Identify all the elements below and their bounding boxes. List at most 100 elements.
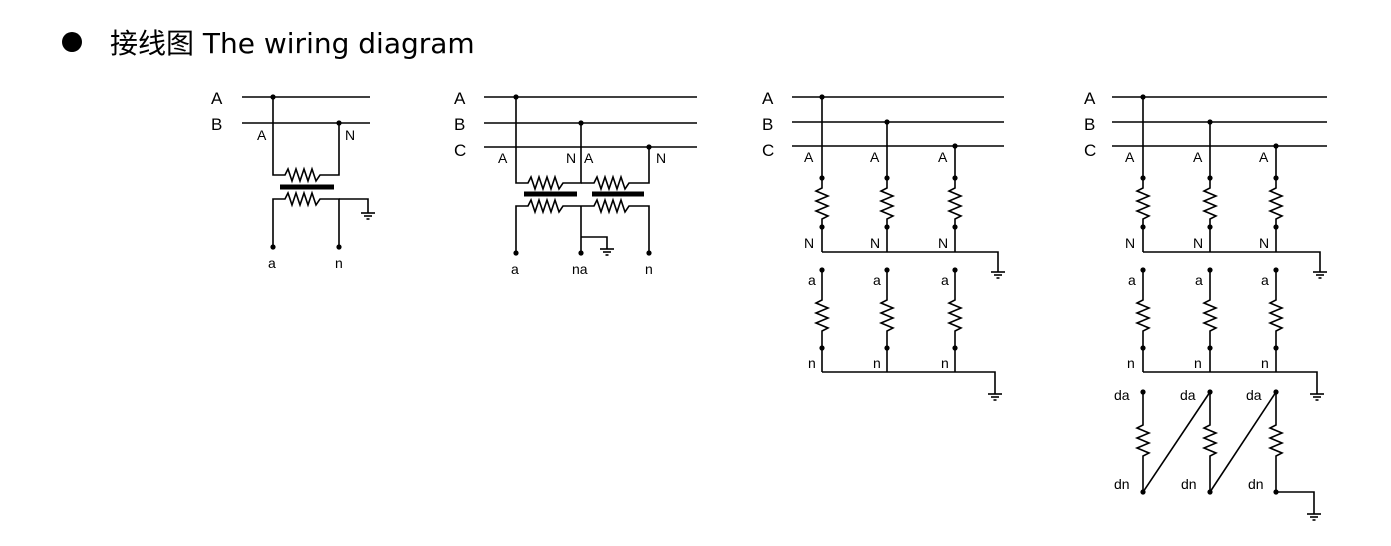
phase-label-c: C: [454, 141, 466, 160]
terminal-label: a: [511, 261, 519, 277]
ground-wire: [339, 198, 369, 213]
heading: 接线图 The wiring diagram: [62, 22, 475, 62]
terminal-dot: [646, 250, 652, 256]
neutral-line: [1143, 251, 1321, 272]
terminal-label: N: [804, 235, 814, 251]
terminal-label: n: [335, 255, 343, 271]
terminal-label: a: [1195, 272, 1203, 288]
phase-label-c: C: [1084, 141, 1096, 160]
terminal-label: a: [808, 272, 816, 288]
terminal-label: A: [804, 149, 814, 165]
terminal-label: N: [1125, 235, 1135, 251]
terminal-label: A: [870, 149, 880, 165]
terminal-label: N: [566, 150, 576, 166]
terminal-label: N: [656, 150, 666, 166]
terminal-label: A: [938, 149, 948, 165]
terminal-label: A: [257, 127, 267, 143]
terminal-label: N: [870, 235, 880, 251]
terminal-label: N: [938, 235, 948, 251]
secondary-winding-b: [878, 270, 896, 372]
ground-icon: [991, 271, 1005, 279]
secondary-winding-c: [1267, 270, 1285, 372]
secondary-winding-b: [1201, 270, 1219, 372]
terminal-dot: [336, 244, 342, 250]
bullet-icon: [62, 32, 82, 52]
terminal-label: n: [1261, 355, 1269, 371]
ground-icon: [1307, 513, 1321, 521]
terminal-label: dn: [1114, 476, 1130, 492]
residual-winding-c: [1267, 392, 1285, 492]
diagram-three-phase-star: A B C A A A N N N: [762, 89, 1005, 401]
phase-label-b: B: [211, 115, 222, 134]
terminal-label: n: [1194, 355, 1202, 371]
primary-winding-a: [813, 97, 831, 252]
residual-ground-wire: [1276, 491, 1315, 514]
phase-label-a: A: [211, 89, 223, 108]
secondary-neutral-line: [822, 371, 996, 394]
secondary-winding-c: [946, 270, 964, 372]
residual-winding-b: [1201, 392, 1219, 492]
page-title: 接线图 The wiring diagram: [110, 27, 475, 60]
terminal-label: a: [1261, 272, 1269, 288]
phase-label-c: C: [762, 141, 774, 160]
diagram-two-transformer-v: A B C A N A N a na n: [454, 89, 697, 277]
primary-winding-c: [946, 146, 964, 252]
phase-label-b: B: [762, 115, 773, 134]
ground-icon: [988, 393, 1002, 401]
terminal-label: na: [572, 261, 588, 277]
phase-label-a: A: [1084, 89, 1096, 108]
diagram-three-phase-star-open-delta: A B C A A A N N N a: [1084, 89, 1327, 521]
secondary-winding: [272, 190, 340, 247]
delta-link: [1142, 391, 1211, 493]
terminal-label: dn: [1181, 476, 1197, 492]
terminal-label: dn: [1248, 476, 1264, 492]
phase-label-a: A: [762, 89, 774, 108]
ground-icon: [600, 248, 614, 256]
terminal-label: A: [584, 150, 594, 166]
residual-winding-a: [1134, 392, 1152, 492]
terminal-label: n: [941, 355, 949, 371]
terminal-label: da: [1180, 387, 1196, 403]
terminal-dot: [513, 250, 519, 256]
terminal-label: n: [645, 261, 653, 277]
ground-icon: [1310, 393, 1324, 401]
delta-link: [1209, 391, 1277, 493]
terminal-label: a: [268, 255, 276, 271]
primary-winding-c: [1267, 146, 1285, 252]
terminal-label: a: [1128, 272, 1136, 288]
terminal-dot: [578, 250, 584, 256]
primary-winding-right: [581, 147, 650, 192]
terminal-label: A: [1193, 149, 1203, 165]
primary-winding-a: [1134, 97, 1152, 252]
terminal-label: a: [941, 272, 949, 288]
secondary-winding-a: [813, 270, 831, 372]
terminal-label: A: [1259, 149, 1269, 165]
terminal-label: N: [345, 127, 355, 143]
terminal-label: N: [1193, 235, 1203, 251]
secondary-winding-a: [1134, 270, 1152, 372]
terminal-label: A: [498, 150, 508, 166]
phase-label-a: A: [454, 89, 466, 108]
phase-label-b: B: [1084, 115, 1095, 134]
phase-label-b: B: [454, 115, 465, 134]
primary-winding-b: [878, 122, 896, 252]
terminal-label: n: [873, 355, 881, 371]
terminal-label: N: [1259, 235, 1269, 251]
ground-icon: [361, 212, 375, 220]
secondary-neutral-line: [1143, 371, 1318, 394]
terminal-dot: [270, 244, 276, 250]
ground-icon: [1313, 271, 1327, 279]
terminal-label: n: [808, 355, 816, 371]
terminal-label: a: [873, 272, 881, 288]
terminal-label: da: [1246, 387, 1262, 403]
primary-winding: [272, 97, 340, 184]
terminal-label: n: [1127, 355, 1135, 371]
secondary-winding-left: [515, 197, 581, 253]
terminal-label: A: [1125, 149, 1135, 165]
diagram-single-phase: A B A N a n: [211, 89, 375, 271]
primary-winding-left: [515, 97, 582, 192]
secondary-winding-right: [581, 197, 650, 253]
primary-winding-b: [1201, 122, 1219, 252]
neutral-line: [822, 251, 999, 272]
